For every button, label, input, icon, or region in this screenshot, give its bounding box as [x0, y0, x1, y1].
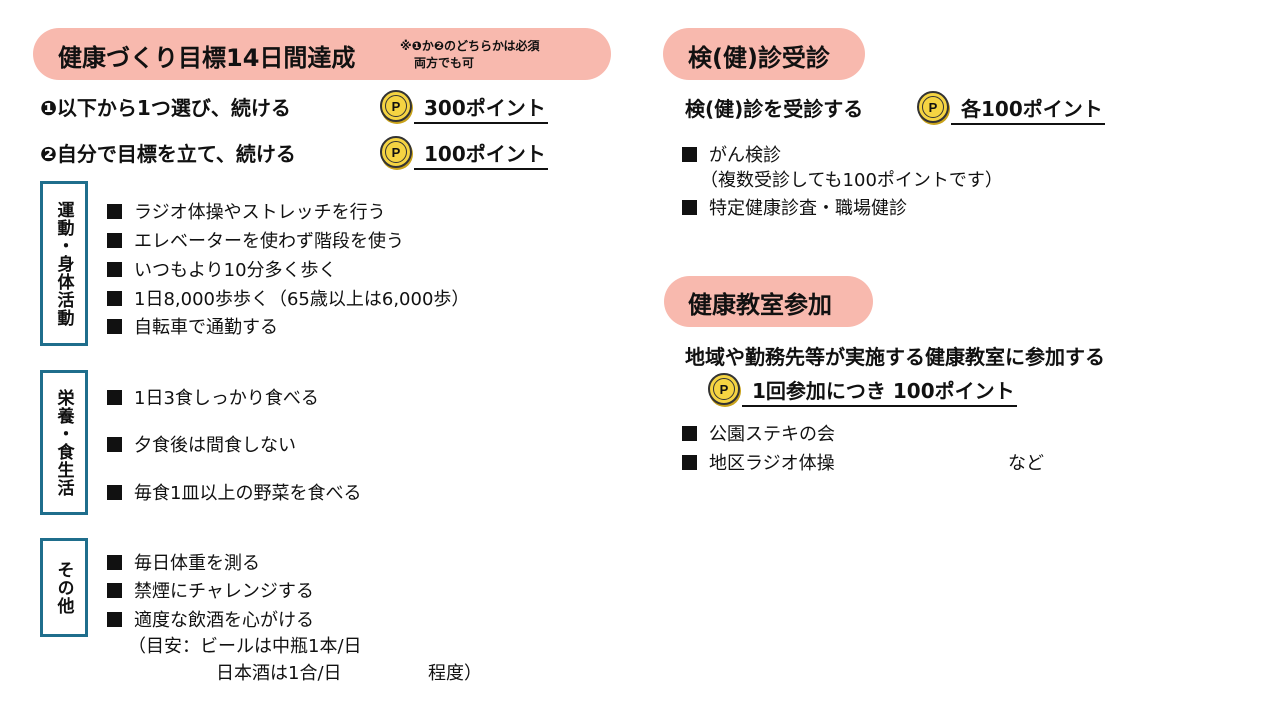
list-item: いつもより10分多く歩く: [107, 256, 337, 282]
list-item: 適度な飲酒を心がける: [107, 606, 314, 632]
option1-points: 300ポイント: [414, 92, 548, 124]
checkup-title: 検(健)診受診: [688, 44, 830, 72]
list-item: 毎食1皿以上の野菜を食べる: [107, 479, 361, 505]
option2-label: ❷自分で目標を立て、続ける: [40, 142, 296, 166]
point-coin-icon: P: [708, 373, 740, 405]
point-coin-icon: P: [917, 91, 949, 123]
alcohol-note-2: 日本酒は1合/日: [216, 663, 342, 684]
list-item: ラジオ体操やストレッチを行う: [107, 198, 386, 224]
category-other-box: その他: [40, 538, 88, 637]
option2-points: 100ポイント: [414, 138, 548, 170]
category-exercise-box: 運動・身体活動: [40, 181, 88, 346]
point-coin-icon: P: [380, 90, 412, 122]
list-item: がん検診: [682, 141, 781, 167]
goal-note-1: ※❶か❷のどちらかは必須: [400, 39, 540, 53]
point-coin-icon: P: [380, 136, 412, 168]
alcohol-note-3: 程度）: [428, 663, 482, 684]
category-nutrition-box: 栄養・食生活: [40, 370, 88, 515]
goal-title: 健康づくり目標14日間達成: [58, 44, 356, 72]
class-label: 地域や勤務先等が実施する健康教室に参加する: [685, 345, 1105, 369]
list-item: 自転車で通勤する: [107, 313, 278, 339]
checkup-label: 検(健)診を受診する: [685, 97, 864, 121]
list-item: 夕食後は間食しない: [107, 431, 296, 457]
list-item: 毎日体重を測る: [107, 549, 260, 575]
list-item: 地区ラジオ体操: [682, 449, 835, 475]
list-item: エレベーターを使わず階段を使う: [107, 227, 404, 253]
list-item: 禁煙にチャレンジする: [107, 577, 314, 603]
class-title: 健康教室参加: [688, 291, 832, 319]
list-item: 特定健康診査・職場健診: [682, 194, 907, 220]
goal-note-2: 両方でも可: [414, 56, 475, 70]
list-item: 1日3食しっかり食べる: [107, 384, 319, 410]
checkup-title-pill: [663, 28, 865, 80]
checkup-sub-note: （複数受診しても100ポイントです）: [700, 170, 1003, 191]
list-item: 1日8,000歩歩く（65歳以上は6,000歩）: [107, 285, 469, 311]
list-item: 公園ステキの会: [682, 420, 835, 446]
alcohol-note-1: （目安：ビールは中瓶1本/日: [128, 636, 362, 657]
etc-label: など: [1008, 453, 1044, 474]
goal-title-pill: [33, 28, 611, 80]
option1-label: ❶以下から1つ選び、続ける: [40, 96, 291, 120]
checkup-points: 各100ポイント: [951, 93, 1105, 125]
class-title-pill: [664, 276, 873, 327]
class-points: 1回参加につき 100ポイント: [742, 375, 1017, 407]
